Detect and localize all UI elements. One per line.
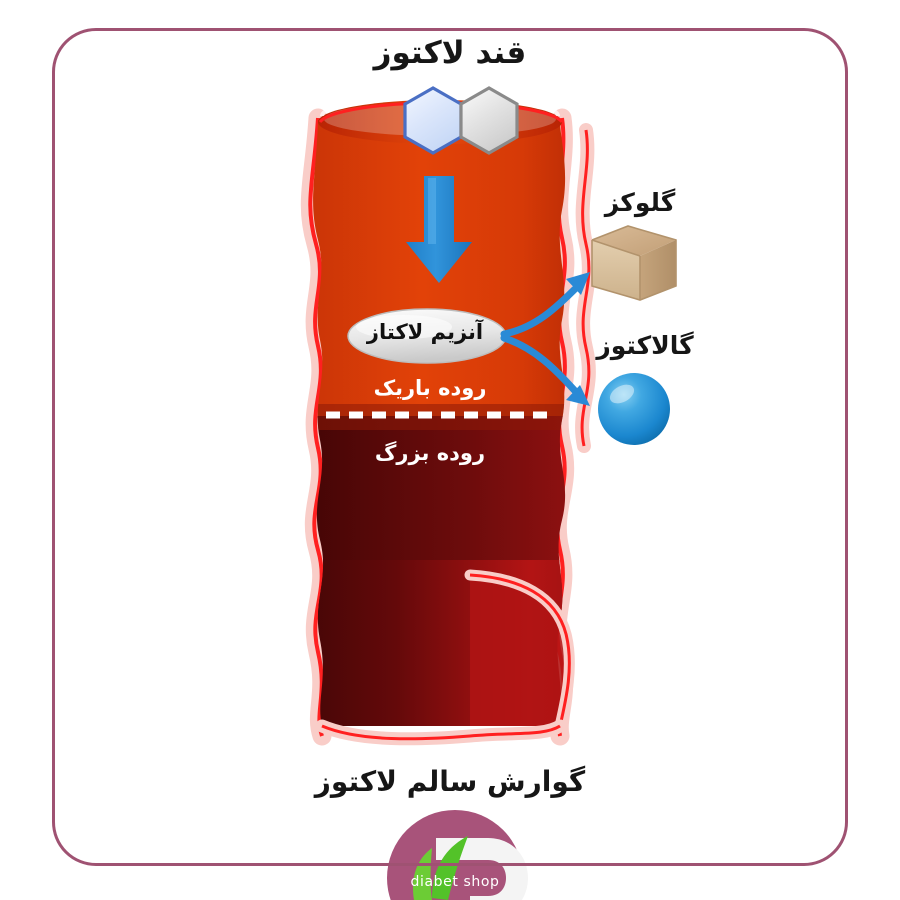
glucose-label: گلوکز	[604, 188, 676, 217]
brand-logo	[387, 810, 528, 900]
brand-logo-text: diabet shop	[410, 874, 500, 890]
galactose-sphere-icon	[598, 373, 670, 445]
large-intestine-label: روده بزرگ	[374, 441, 486, 465]
split-arrows	[500, 272, 590, 406]
intestine-wall	[300, 108, 596, 746]
leaf-icon-left	[412, 848, 432, 900]
lactase-enzyme-label: آنزیم لاکتاز	[366, 320, 484, 344]
small-intestine-label: روده باریک	[373, 376, 487, 400]
arrow-up-right-icon	[500, 282, 582, 338]
leaf-icon-right	[432, 836, 468, 900]
glucose-cube-icon	[591, 225, 677, 301]
intestine-bulge	[470, 575, 570, 726]
lactase-enzyme-icon	[347, 308, 507, 364]
page-title: قند لاکتوز	[373, 35, 527, 71]
galactose-label: گالاکتوز	[596, 331, 694, 360]
flow-arrow-upper-icon	[406, 176, 472, 283]
arrow-down-right-icon	[500, 334, 580, 396]
lactose-molecule-icon	[403, 86, 519, 155]
figure-caption: گوارش سالم لاکتوز	[314, 765, 586, 798]
